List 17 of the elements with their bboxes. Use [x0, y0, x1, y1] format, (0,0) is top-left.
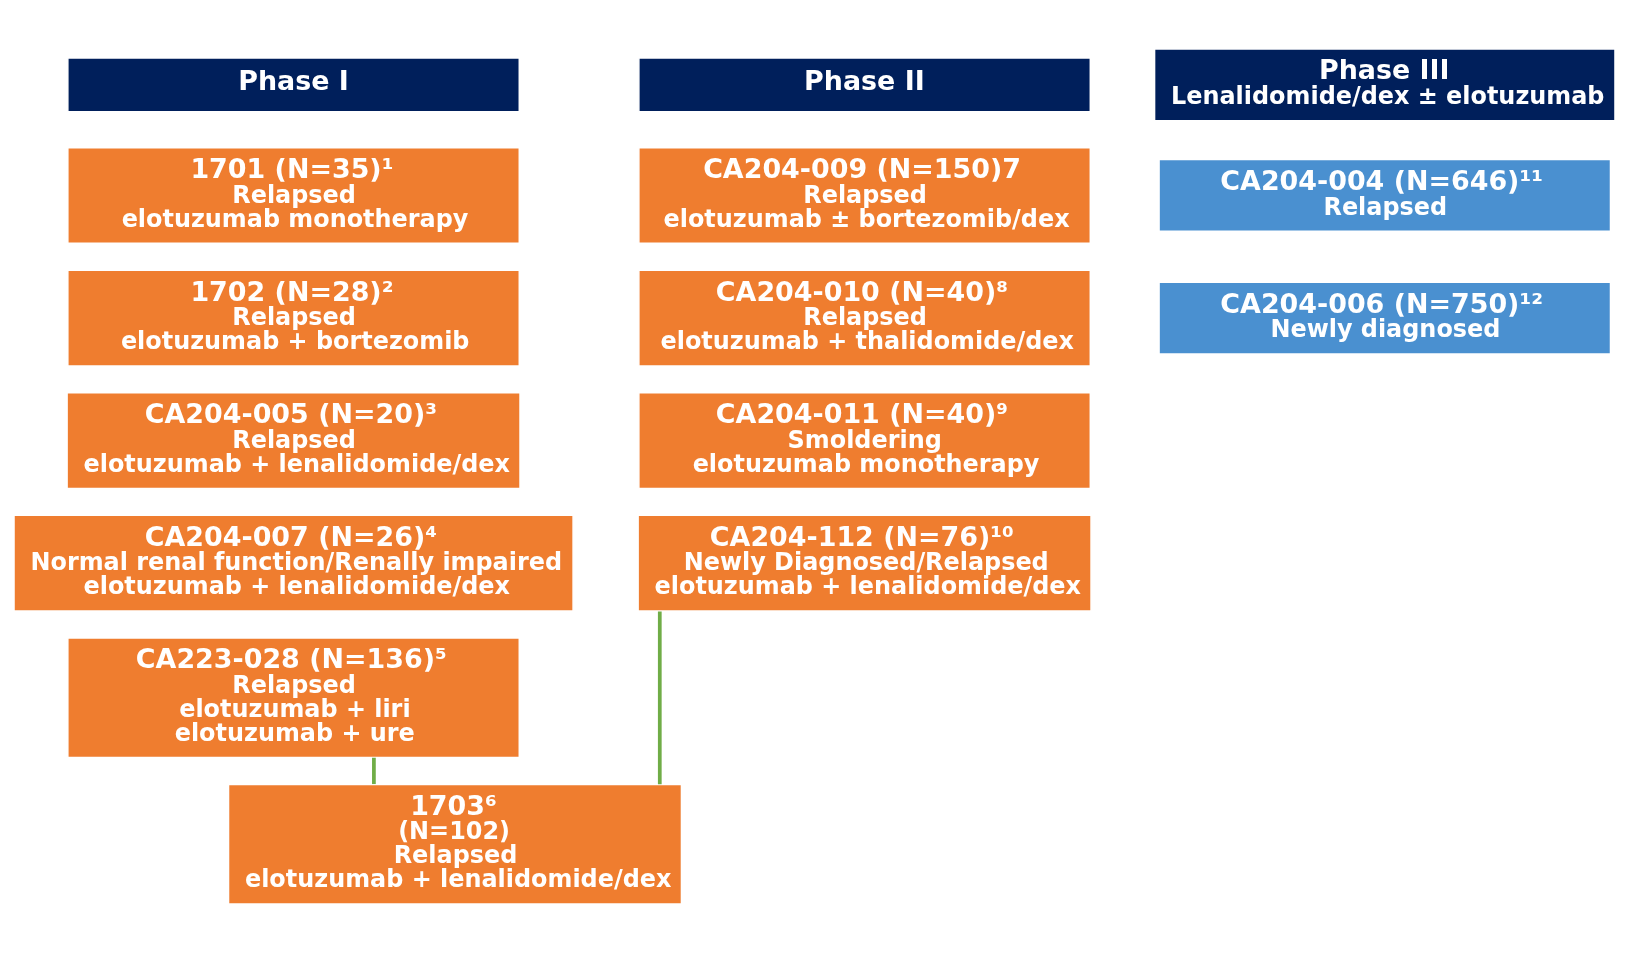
connector	[657, 611, 662, 785]
node-box: CA204-112 (N=76)¹⁰ Newly Diagnosed/Relapsed elotuzumab + lenalidomide/dex	[637, 514, 1092, 612]
node-box: CA204-004 (N=646)¹¹ Relapsed	[1158, 158, 1612, 233]
node-box: CA204-009 (N=150)7 Relapsed elotuzumab ± bortezomib/dex	[638, 146, 1092, 245]
node-box: CA204-010 (N=40)⁸ Relapsed elotuzumab + thalidomide/dex	[638, 269, 1092, 367]
node-box: Phase II	[638, 57, 1092, 113]
node-box: CA204-006 (N=750)¹² Newly diagnosed	[1158, 281, 1612, 355]
node-box: CA204-005 (N=20)³ Relapsed elotuzumab + lenalidomide/dex	[66, 392, 521, 490]
node-box: Phase I	[67, 57, 520, 113]
node-box: CA204-007 (N=26)⁴ Normal renal function/Renally impaired elotuzumab + lenalidomide/dex	[13, 514, 574, 612]
node-box: CA223-028 (N=136)⁵ Relapsed elotuzumab + liri elotuzumab + ure	[67, 637, 520, 759]
node-box: 1703⁶ (N=102) Relapsed elotuzumab + lenalidomide/dex	[227, 783, 683, 905]
node-box: Phase III Lenalidomide/dex ± elotuzumab	[1153, 48, 1616, 122]
node-box: 1702 (N=28)² Relapsed elotuzumab + bortezomib	[67, 269, 520, 367]
node-box: CA204-011 (N=40)⁹ Smoldering elotuzumab monotherapy	[638, 392, 1092, 490]
connector	[372, 757, 376, 785]
node-box: 1701 (N=35)¹ Relapsed elotuzumab monotherapy	[67, 146, 520, 245]
